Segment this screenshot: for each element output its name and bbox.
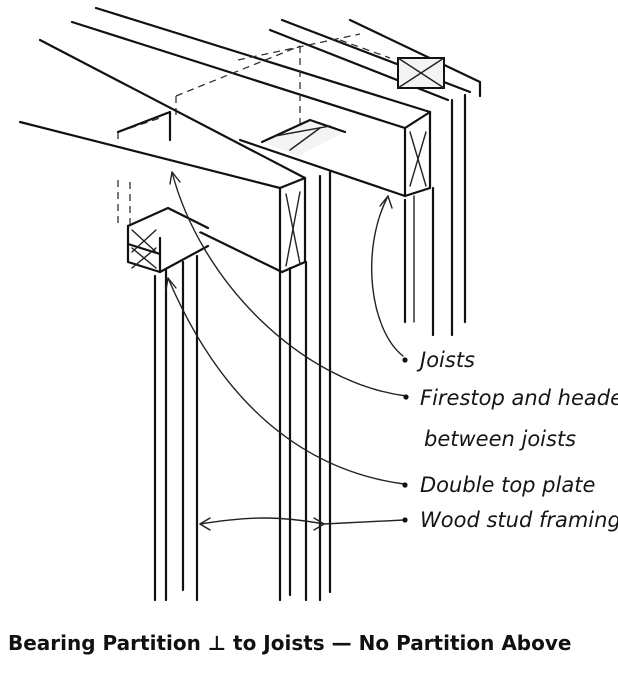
firestop-header-block <box>260 118 347 156</box>
stud-framing-dot <box>402 517 408 523</box>
firestop-dot <box>403 394 409 400</box>
label-joists: Joists <box>416 348 475 372</box>
label-firestop-line2: between joists <box>424 427 576 451</box>
top-plate-dot <box>402 482 408 488</box>
figure-caption: Bearing Partition ⊥ to Joists — No Parti… <box>8 631 571 655</box>
far-joist <box>268 18 482 102</box>
label-firestop-line1: Firestop and header <box>420 386 618 410</box>
label-wood-stud-framing: Wood stud framing <box>420 508 618 532</box>
label-double-top-plate: Double top plate <box>420 473 595 497</box>
rear-wall-studs <box>403 93 467 337</box>
leader-lines <box>165 171 407 531</box>
double-top-plate <box>126 206 210 274</box>
right-joist <box>70 6 432 198</box>
front-wall-studs <box>153 170 332 602</box>
joists-dot <box>402 357 408 363</box>
